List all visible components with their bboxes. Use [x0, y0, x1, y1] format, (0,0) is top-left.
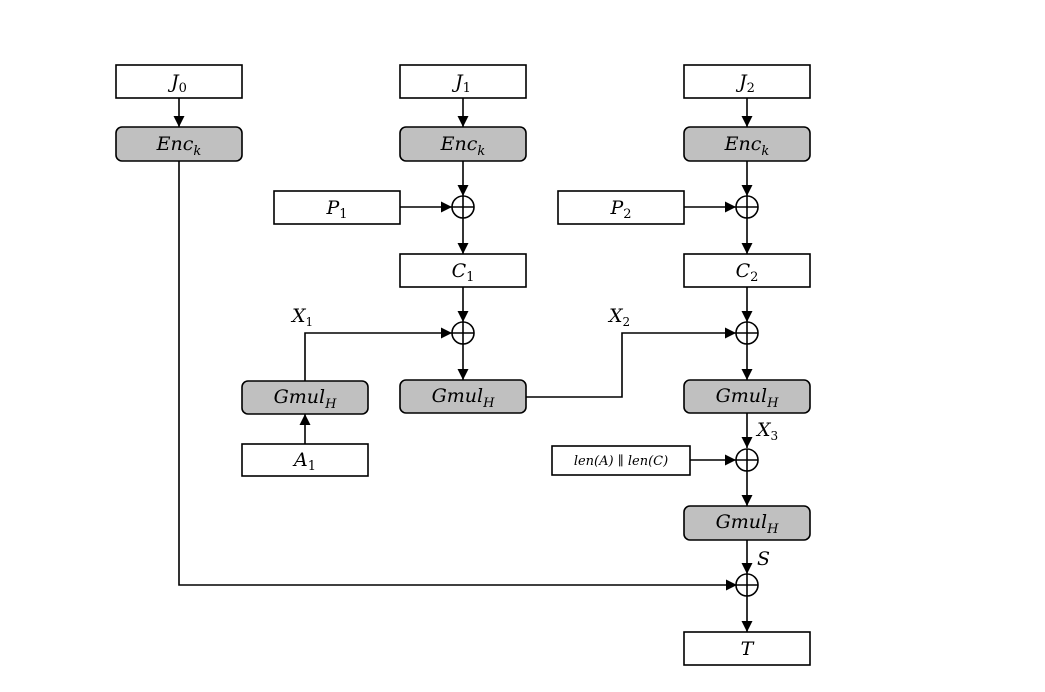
block-c2: C2	[683, 253, 811, 288]
block-gmul-c1: GmulH	[399, 379, 527, 414]
svg-text:Enck: Enck	[440, 133, 486, 159]
svg-text:GmulH: GmulH	[274, 386, 338, 412]
xor-icon	[451, 321, 475, 345]
xor-icon	[735, 448, 759, 472]
svg-text:Enck: Enck	[156, 133, 202, 159]
block-enc1: Enck	[399, 126, 527, 162]
svg-text:C2: C2	[736, 260, 759, 285]
svg-text:J0: J0	[167, 71, 187, 96]
block-j1: J1	[399, 64, 527, 99]
svg-text:len(A) ∥ len(C): len(A) ∥ len(C)	[574, 454, 668, 469]
edge-label-s: S	[757, 548, 770, 570]
block-p2: P2	[557, 190, 685, 225]
svg-text:A1: A1	[292, 449, 316, 474]
svg-text:X2: X2	[607, 305, 630, 329]
block-a1: A1	[241, 443, 369, 477]
edge-label-x1: X1	[290, 305, 313, 329]
block-c1: C1	[399, 253, 527, 288]
xor-icon	[735, 573, 759, 597]
xor-icon	[735, 195, 759, 219]
wire-gmul-a-xor2	[304, 327, 452, 381]
xor-icon	[735, 321, 759, 345]
svg-text:GmulH: GmulH	[716, 511, 780, 537]
svg-text:GmulH: GmulH	[716, 385, 780, 411]
block-j0: J0	[115, 64, 243, 99]
svg-text:J2: J2	[735, 71, 755, 96]
svg-text:Enck: Enck	[724, 133, 770, 159]
wires	[173, 98, 753, 632]
svg-text:X1: X1	[290, 305, 313, 329]
block-gmul-a: GmulH	[241, 380, 369, 415]
svg-text:P1: P1	[325, 197, 347, 222]
wire-gmul-c1-xor4	[526, 327, 736, 398]
xor-nodes	[451, 195, 759, 597]
svg-text:T: T	[741, 638, 755, 660]
wire-enc0-final-xor	[178, 161, 737, 591]
xor-icon	[451, 195, 475, 219]
block-j2: J2	[683, 64, 811, 99]
svg-text:X3: X3	[755, 419, 778, 443]
svg-text:P2: P2	[609, 197, 631, 222]
edge-label-x2: X2	[607, 305, 630, 329]
block-t: T	[683, 631, 811, 666]
edge-label-x3: X3	[755, 419, 778, 443]
block-p1: P1	[273, 190, 401, 225]
svg-text:J1: J1	[451, 71, 471, 96]
block-enc2: Enck	[683, 126, 811, 162]
block-len: len(A) ∥ len(C)	[551, 445, 691, 476]
svg-text:C1: C1	[452, 260, 475, 285]
svg-text:GmulH: GmulH	[432, 385, 496, 411]
block-gmul-len: GmulH	[683, 505, 811, 541]
block-gmul-c2: GmulH	[683, 379, 811, 414]
block-enc0: Enck	[115, 126, 243, 162]
svg-text:S: S	[757, 548, 770, 570]
